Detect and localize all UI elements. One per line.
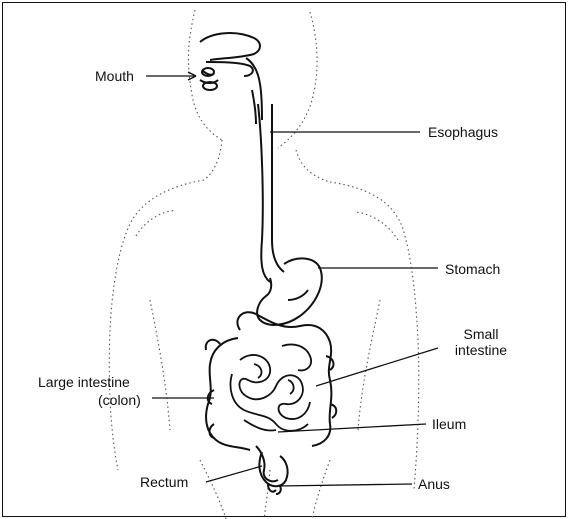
neck-right bbox=[296, 150, 330, 182]
head-outline-right bbox=[278, 12, 317, 148]
legs-right bbox=[312, 460, 330, 519]
stomach-label: Stomach bbox=[445, 261, 500, 277]
small-intestine-leader bbox=[316, 348, 438, 386]
armpit-right bbox=[356, 212, 398, 240]
small-intestine-label-line1: Small bbox=[446, 326, 516, 342]
leader-lines bbox=[146, 72, 438, 486]
ileum-label: Ileum bbox=[432, 416, 466, 432]
torso-left-inner bbox=[150, 300, 170, 430]
armpit-left bbox=[136, 210, 176, 236]
esophagus-tube bbox=[258, 104, 284, 282]
small-intestine-label-line2: intestine bbox=[446, 342, 516, 358]
legs-left bbox=[200, 460, 226, 519]
torso-right-inner bbox=[358, 300, 380, 430]
large-intestine-label-line2: (colon) bbox=[98, 392, 141, 408]
small-intestine-organ bbox=[231, 344, 312, 430]
colon-organ bbox=[206, 312, 337, 481]
anus-label: Anus bbox=[418, 476, 450, 492]
neck-left bbox=[204, 140, 222, 180]
mouth-structure bbox=[200, 33, 262, 124]
rectum-label: Rectum bbox=[140, 474, 188, 490]
rectum-leader bbox=[206, 466, 262, 482]
shoulder-left bbox=[109, 180, 204, 470]
large-intestine-label-line1: Large intestine bbox=[38, 374, 130, 390]
shoulder-right bbox=[330, 182, 419, 490]
stomach-organ bbox=[257, 258, 322, 325]
esophagus-label: Esophagus bbox=[428, 124, 498, 140]
ileum-leader bbox=[278, 424, 426, 432]
mouth-label: Mouth bbox=[95, 68, 134, 84]
body-outline bbox=[109, 10, 419, 519]
anus-leader bbox=[278, 484, 412, 486]
